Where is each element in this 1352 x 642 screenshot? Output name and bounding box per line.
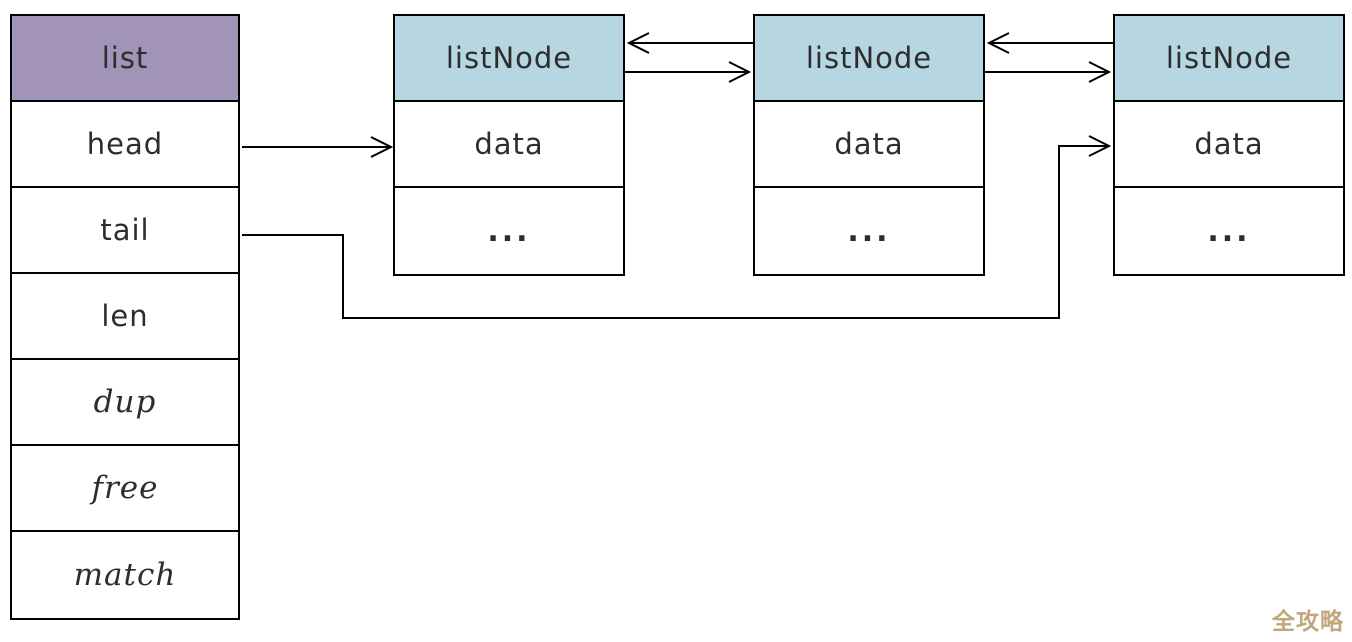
listnode-1-ellipsis-field: ...	[395, 188, 623, 274]
list-field-free: free	[12, 446, 238, 532]
listnode-box-2: listNode data ...	[753, 14, 985, 276]
listnode-3-ellipsis-field: ...	[1115, 188, 1343, 274]
listnode-2-ellipsis-field: ...	[755, 188, 983, 274]
list-field-tail: tail	[12, 188, 238, 274]
listnode-2-title: listNode	[755, 16, 983, 102]
listnode-3-data-field: data	[1115, 102, 1343, 188]
listnode-2-data-field: data	[755, 102, 983, 188]
list-field-head: head	[12, 102, 238, 188]
list-field-match: match	[12, 532, 238, 618]
list-field-dup: dup	[12, 360, 238, 446]
listnode-3-title: listNode	[1115, 16, 1343, 102]
list-field-len: len	[12, 274, 238, 360]
listnode-box-1: listNode data ...	[393, 14, 625, 276]
watermark-text: 全攻略	[1272, 609, 1344, 635]
listnode-1-data-field: data	[395, 102, 623, 188]
listnode-1-title: listNode	[395, 16, 623, 102]
listnode-box-3: listNode data ...	[1113, 14, 1345, 276]
tail-pointer-path	[242, 135, 1112, 319]
list-struct-box: list head tail len dup free match	[10, 14, 240, 620]
list-struct-title: list	[12, 16, 238, 102]
